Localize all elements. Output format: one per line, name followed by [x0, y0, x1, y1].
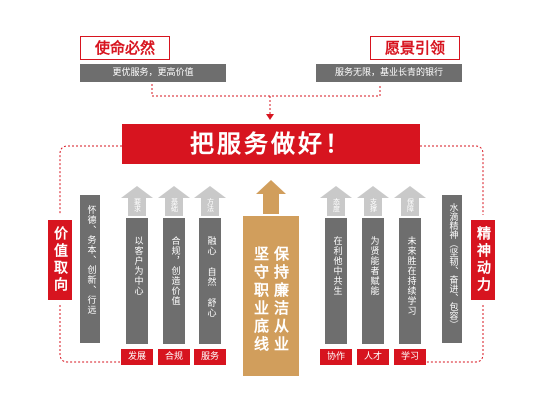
column-empower-talent: 为贤能者赋能: [362, 218, 384, 344]
tag-service: 服务: [194, 349, 226, 365]
main-banner: 把服务做好！: [122, 124, 420, 164]
tag-compliance: 合规: [158, 349, 190, 365]
column-altruism: 在利他中共生: [325, 218, 347, 344]
tag-learning: 学习: [394, 349, 426, 365]
arrow-support: 支撑: [357, 186, 389, 216]
arrow-guarantee: 保障: [394, 186, 426, 216]
center-integrity-column: 坚守职业底线 保持廉洁从业: [243, 216, 299, 376]
tag-talent: 人才: [357, 349, 389, 365]
arrow-method: 方法: [194, 186, 226, 216]
tag-collaboration: 协作: [320, 349, 352, 365]
column-compliance-value: 合规，创造价值: [163, 218, 185, 344]
arrow-requirement: 要求: [121, 186, 153, 216]
arrow-foundation: 基础: [158, 186, 190, 216]
tag-development: 发展: [121, 349, 153, 365]
mission-title: 使命必然: [80, 36, 170, 60]
value-orientation-text: 怀德、务本、创新、行远: [80, 195, 100, 343]
spiritual-drive-text: 水滴精神（坚韧、奋进、包容）: [442, 195, 462, 343]
vision-subtitle: 服务无限，基业长青的银行: [316, 64, 462, 82]
mission-subtitle: 更优服务，更高价值: [80, 64, 226, 82]
vision-title: 愿景引领: [370, 36, 460, 60]
arrow-attitude: 态度: [320, 186, 352, 216]
center-arrow-icon: [256, 180, 286, 214]
column-continuous-learning: 未来胜在持续学习: [399, 218, 421, 344]
column-service-method: 融心 自然 舒心: [199, 218, 221, 344]
value-orientation-label: 价值取向: [48, 220, 72, 300]
column-customer-center: 以客户为中心: [126, 218, 148, 344]
spiritual-drive-label: 精神动力: [471, 220, 495, 300]
